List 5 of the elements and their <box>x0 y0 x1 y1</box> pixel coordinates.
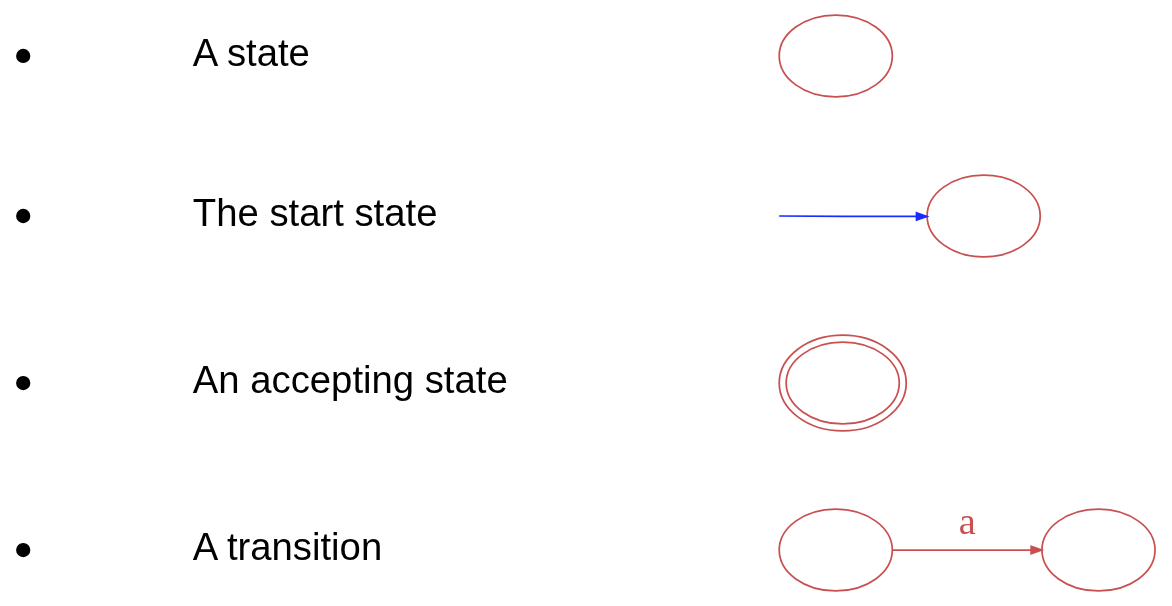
label: A transition <box>192 524 383 568</box>
label: A state <box>192 30 310 74</box>
label: An accepting state <box>192 357 508 401</box>
edge-label: a <box>958 499 976 542</box>
label: The start state <box>192 190 438 234</box>
